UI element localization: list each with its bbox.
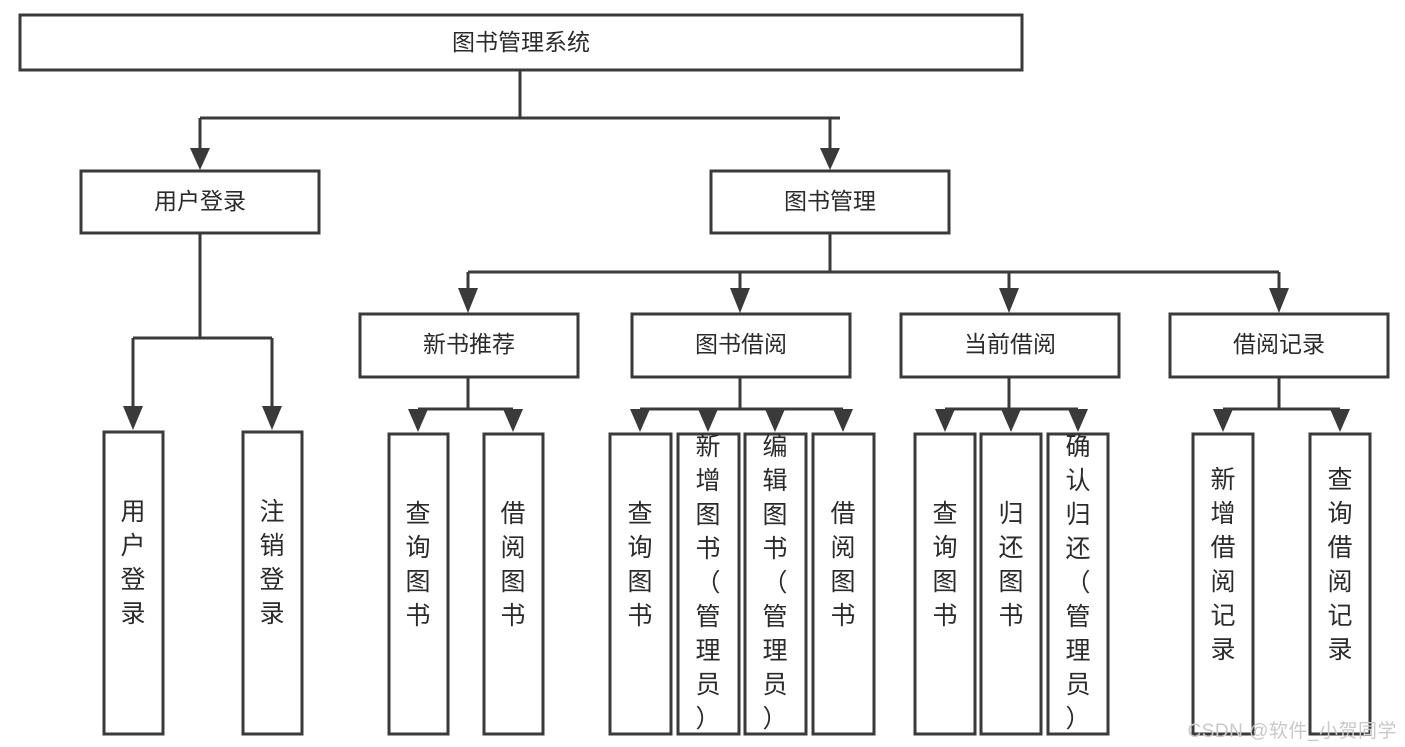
leaf-book-borrow-add[interactable]: 新增图书（管理员） — [676, 432, 741, 736]
node-root-box — [18, 13, 1024, 72]
arrow-head-br-leaf1 — [1213, 409, 1233, 432]
arrow-head-bb-leaf4 — [833, 409, 853, 432]
leaf-new-book-borrow-label: 借阅图书 — [500, 500, 525, 630]
arrow-head-new-book — [458, 288, 478, 313]
leaf-borrow-record-add-box — [1191, 432, 1255, 736]
node-root-label: 图书管理系统 — [452, 29, 590, 55]
leaf-current-borrow-query[interactable]: 查询图书 — [913, 432, 977, 736]
leaf-book-borrow-query-label: 查询图书 — [627, 500, 652, 630]
arrow-head-leaf-user-login — [123, 406, 143, 430]
arrow-head-cb-leaf1 — [935, 409, 955, 432]
leaf-new-book-query-label: 查询图书 — [405, 500, 430, 630]
node-user-login-label: 用户登录 — [154, 188, 246, 214]
node-user-login[interactable]: 用户登录 — [79, 169, 321, 235]
leaf-current-borrow-query-box — [913, 432, 977, 736]
leaf-current-borrow-confirm[interactable]: 确认归还（管理员） — [1046, 432, 1110, 736]
leaf-user-login-login-box — [102, 430, 165, 736]
leaf-book-borrow-edit-box — [743, 432, 808, 736]
node-book-borrow-box — [630, 312, 852, 379]
arrow-head-bb-leaf1 — [630, 409, 650, 432]
node-borrow-record-label: 借阅记录 — [1233, 331, 1325, 357]
arrow-head-book-borrow — [730, 288, 750, 313]
leaf-book-borrow-borrow[interactable]: 借阅图书 — [811, 432, 876, 736]
leaf-current-borrow-confirm-label: 确认归还（管理员） — [1065, 433, 1090, 733]
leaf-book-borrow-edit-label: 编辑图书（管理员） — [762, 433, 787, 733]
arrow-head-cb-leaf2 — [1001, 409, 1021, 432]
leaf-book-borrow-add-label: 新增图书（管理员） — [695, 433, 720, 733]
arrow-head-bb-leaf2 — [698, 409, 718, 432]
leaf-user-login-logout[interactable]: 注销登录 — [241, 430, 304, 736]
leaf-current-borrow-return-label: 归还图书 — [998, 500, 1023, 630]
node-new-book-recommend-label: 新书推荐 — [423, 331, 515, 357]
leaf-new-book-query[interactable]: 查询图书 — [387, 432, 450, 736]
node-new-book-recommend[interactable]: 新书推荐 — [358, 312, 580, 379]
node-book-borrow-label: 图书借阅 — [695, 331, 787, 357]
node-book-borrow[interactable]: 图书借阅 — [630, 312, 852, 379]
leaf-user-login-logout-label: 注销登录 — [259, 498, 284, 628]
leaf-book-borrow-borrow-label: 借阅图书 — [830, 500, 855, 630]
node-book-management[interactable]: 图书管理 — [709, 169, 951, 235]
leaf-user-login-logout-box — [241, 430, 304, 736]
leaf-current-borrow-return[interactable]: 归还图书 — [979, 432, 1043, 736]
arrow-head-book-mgmt — [820, 148, 840, 170]
node-borrow-record[interactable]: 借阅记录 — [1168, 312, 1390, 379]
leaf-book-borrow-query[interactable]: 查询图书 — [608, 432, 673, 736]
node-current-borrow[interactable]: 当前借阅 — [899, 312, 1121, 379]
arrow-head-bb-leaf3 — [765, 409, 785, 432]
leaf-user-login-login-label: 用户登录 — [120, 498, 145, 628]
leaf-book-borrow-query-box — [608, 432, 673, 736]
arrow-head-leaf-logout — [262, 406, 282, 430]
node-root-book-management-system[interactable]: 图书管理系统 — [18, 13, 1024, 72]
arrow-head-nb-leaf1 — [408, 409, 428, 432]
node-book-management-box — [709, 169, 951, 235]
node-current-borrow-box — [899, 312, 1121, 379]
leaf-new-book-borrow[interactable]: 借阅图书 — [482, 432, 545, 736]
leaf-borrow-record-add[interactable]: 新增借阅记录 — [1191, 432, 1255, 736]
arrow-head-borrow-record — [1269, 288, 1289, 313]
leaf-borrow-record-add-label: 新增借阅记录 — [1210, 466, 1235, 664]
node-new-book-recommend-box — [358, 312, 580, 379]
arrow-head-user-login — [190, 148, 210, 170]
arrow-head-br-leaf2 — [1330, 409, 1350, 432]
leaf-borrow-record-query-label: 查询借阅记录 — [1327, 466, 1352, 664]
leaf-borrow-record-query[interactable]: 查询借阅记录 — [1308, 432, 1372, 736]
leaf-current-borrow-return-box — [979, 432, 1043, 736]
node-book-management-label: 图书管理 — [784, 188, 876, 214]
arrow-head-cb-leaf3 — [1068, 409, 1088, 432]
leaf-book-borrow-add-box — [676, 432, 741, 736]
connector-layer — [123, 70, 1350, 432]
node-current-borrow-label: 当前借阅 — [964, 331, 1056, 357]
leaf-user-login-login[interactable]: 用户登录 — [102, 430, 165, 736]
leaf-new-book-borrow-box — [482, 432, 545, 736]
leaf-new-book-query-box — [387, 432, 450, 736]
leaf-current-borrow-confirm-box — [1046, 432, 1110, 736]
arrow-head-current-borrow — [999, 288, 1019, 313]
leaf-book-borrow-edit[interactable]: 编辑图书（管理员） — [743, 432, 808, 736]
leaf-book-borrow-borrow-box — [811, 432, 876, 736]
leaf-current-borrow-query-label: 查询图书 — [932, 500, 957, 630]
leaf-borrow-record-query-box — [1308, 432, 1372, 736]
node-user-login-box — [79, 169, 321, 235]
node-borrow-record-box — [1168, 312, 1390, 379]
arrow-head-nb-leaf2 — [503, 409, 523, 432]
